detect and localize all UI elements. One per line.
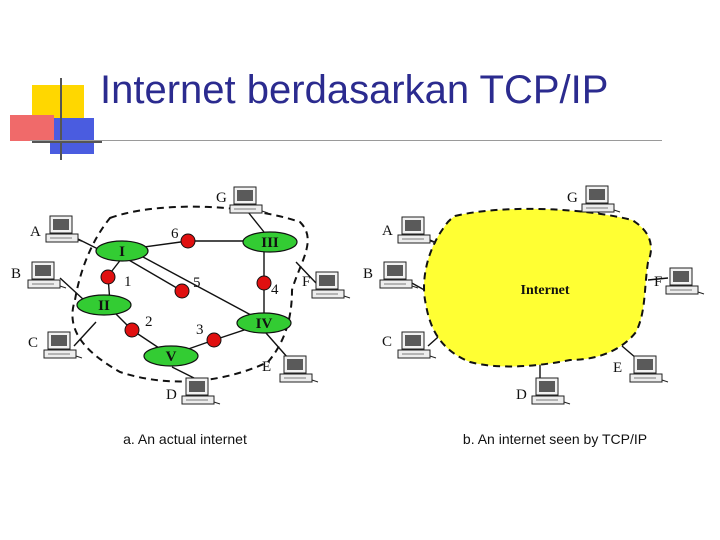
- network-node-6: [181, 234, 195, 248]
- caption-tcpip-view: b. An internet seen by TCP/IP: [463, 431, 647, 447]
- computer-icon: [312, 272, 350, 298]
- computer-icon: [398, 332, 436, 358]
- computer-icon: [666, 268, 704, 294]
- link-number: 4: [271, 282, 279, 298]
- host-label: C: [28, 335, 38, 351]
- host-A: A: [382, 217, 436, 243]
- computer-icon: [46, 216, 84, 242]
- computer-icon: [182, 378, 220, 404]
- link-number: 1: [124, 274, 132, 290]
- host-C: C: [28, 332, 82, 358]
- host-label: G: [216, 190, 227, 206]
- caption-actual-internet: a. An actual internet: [123, 431, 247, 447]
- host-F: F: [654, 268, 704, 294]
- host-G: G: [567, 186, 620, 212]
- computer-icon: [630, 356, 668, 382]
- network-node-5: [175, 284, 189, 298]
- host-label: G: [567, 190, 578, 206]
- network-node-4: [257, 276, 271, 290]
- link-number: 2: [145, 314, 153, 330]
- link-number: 6: [171, 226, 179, 242]
- host-A: A: [30, 216, 84, 242]
- host-label: B: [11, 266, 21, 282]
- computer-icon: [280, 356, 318, 382]
- host-label: C: [382, 334, 392, 350]
- host-label: B: [363, 266, 373, 282]
- router-V: V: [144, 346, 198, 366]
- router-label: II: [98, 298, 110, 314]
- actual-internet-diagram: I II III IV V 1 2 3 4: [11, 187, 350, 447]
- network-node-1: [101, 270, 115, 284]
- host-label: A: [382, 223, 393, 239]
- host-G: G: [216, 187, 268, 213]
- router-label: I: [119, 244, 125, 260]
- internet-label: Internet: [521, 283, 570, 298]
- host-B: B: [11, 262, 66, 288]
- computer-icon: [532, 378, 570, 404]
- host-C: C: [382, 332, 436, 358]
- tcpip-view-diagram: Internet A B C D E F G b. An: [363, 186, 704, 447]
- computer-icon: [398, 217, 436, 243]
- host-label: F: [654, 274, 662, 290]
- router-label: III: [261, 235, 279, 251]
- link-number: 5: [193, 275, 201, 291]
- host-label: E: [613, 360, 622, 376]
- host-D: D: [166, 378, 220, 404]
- router-I: I: [96, 241, 148, 261]
- router-III: III: [243, 232, 297, 252]
- host-E: E: [262, 356, 318, 382]
- router-IV: IV: [237, 313, 291, 333]
- computer-icon: [28, 262, 66, 288]
- router-label: V: [166, 349, 177, 365]
- computer-icon: [582, 186, 620, 212]
- computer-icon: [44, 332, 82, 358]
- host-label: D: [166, 387, 177, 403]
- host-label: E: [262, 359, 271, 375]
- network-node-3: [207, 333, 221, 347]
- host-B: B: [363, 262, 418, 288]
- host-label: F: [302, 274, 310, 290]
- computer-icon: [380, 262, 418, 288]
- host-E: E: [613, 356, 668, 382]
- computer-icon: [230, 187, 268, 213]
- host-F: F: [302, 272, 350, 298]
- host-D: D: [516, 378, 570, 404]
- router-label: IV: [256, 316, 273, 332]
- router-II: II: [77, 295, 131, 315]
- link-number: 3: [196, 322, 204, 338]
- host-label: D: [516, 387, 527, 403]
- host-label: A: [30, 224, 41, 240]
- network-node-2: [125, 323, 139, 337]
